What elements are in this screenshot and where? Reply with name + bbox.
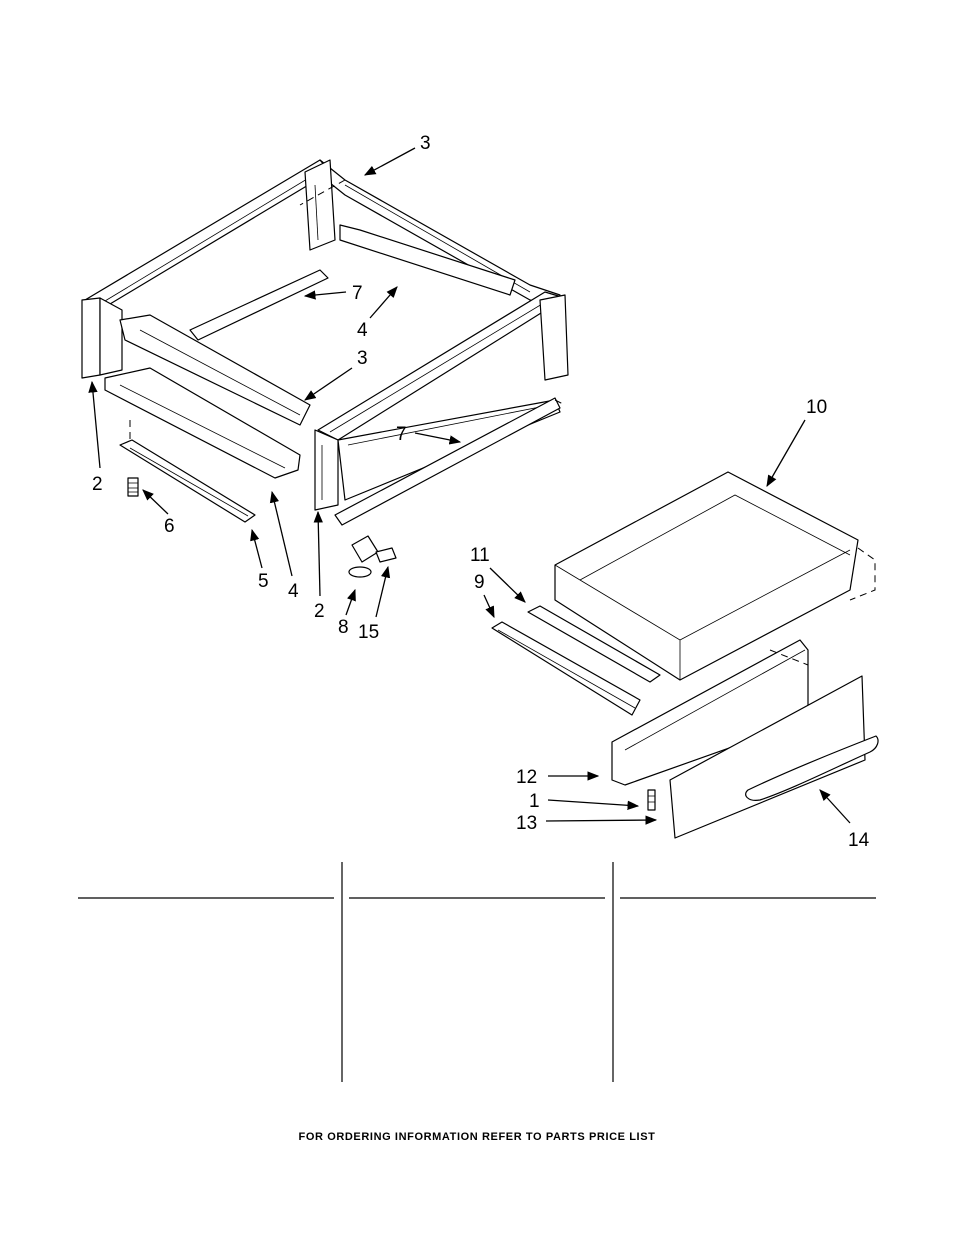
callout-2-right: 2 bbox=[314, 601, 325, 622]
drawer-panel-part-13 bbox=[669, 675, 866, 839]
callout-2-left: 2 bbox=[92, 474, 103, 495]
callout-8: 8 bbox=[338, 617, 349, 638]
callout-3-top: 3 bbox=[420, 133, 431, 154]
callout-1: 1 bbox=[529, 791, 540, 812]
ordering-info-footer: FOR ORDERING INFORMATION REFER TO PARTS … bbox=[298, 1131, 656, 1143]
callout-10: 10 bbox=[806, 397, 827, 418]
screw-part-1 bbox=[647, 789, 656, 811]
callout-9: 9 bbox=[474, 572, 485, 593]
callout-14: 14 bbox=[848, 830, 870, 851]
drawer-slide-part-11 bbox=[527, 605, 661, 683]
drawer-box-part-10 bbox=[554, 471, 876, 681]
callout-labels: 3 7 4 3 7 2 6 5 4 2 8 15 10 11 9 12 1 13… bbox=[92, 133, 870, 851]
anti-tip-bracket-part-8 bbox=[348, 535, 379, 578]
callout-13: 13 bbox=[516, 813, 537, 834]
callout-12: 12 bbox=[516, 767, 537, 788]
callout-5: 5 bbox=[258, 571, 269, 592]
parts-table-rules bbox=[78, 862, 876, 1082]
screw-part-15 bbox=[375, 547, 397, 563]
leveling-leg-part-6 bbox=[127, 477, 139, 497]
callout-leaders bbox=[88, 147, 851, 825]
callout-15: 15 bbox=[358, 622, 379, 643]
handle-part-14 bbox=[745, 735, 879, 801]
rail-part-5 bbox=[119, 420, 256, 523]
callout-7-left: 7 bbox=[352, 283, 363, 304]
callout-4-low: 4 bbox=[288, 581, 299, 602]
callout-7-right: 7 bbox=[396, 424, 407, 445]
callout-6: 6 bbox=[164, 516, 175, 537]
callout-11: 11 bbox=[470, 545, 490, 566]
drawer-slide-part-9 bbox=[491, 621, 641, 716]
callout-4-mid: 4 bbox=[357, 320, 368, 341]
drawer-frame-assembly bbox=[81, 159, 569, 526]
callout-3-mid: 3 bbox=[357, 348, 368, 369]
